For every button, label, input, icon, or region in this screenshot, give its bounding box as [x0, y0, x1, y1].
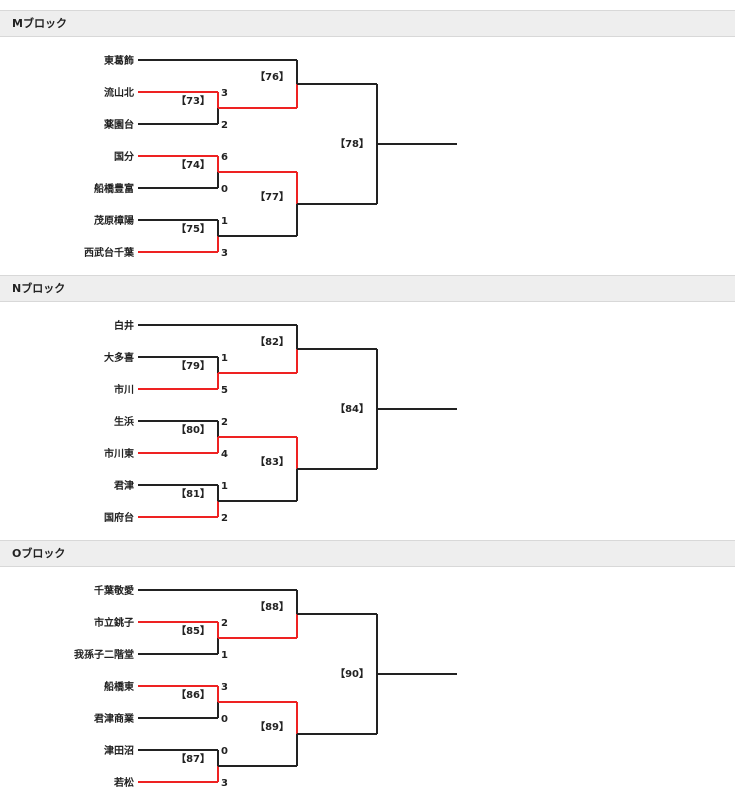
- team-name: 君津商業: [94, 712, 135, 725]
- match-number: 【77】: [255, 190, 289, 203]
- team-name: 船橋東: [104, 680, 134, 693]
- team-name: 白井: [114, 319, 134, 332]
- team-name: 国分: [114, 150, 134, 163]
- match-score: 0: [221, 714, 228, 725]
- match-score: 1: [221, 353, 228, 364]
- match-number: 【85】: [176, 624, 210, 637]
- match-score: 2: [221, 618, 228, 629]
- match-number: 【78】: [335, 137, 369, 150]
- match-number: 【90】: [335, 667, 369, 680]
- match-number: 【79】: [176, 359, 210, 372]
- match-number: 【75】: [176, 222, 210, 235]
- block-header-n: Nブロック: [0, 275, 735, 302]
- team-name: 若松: [113, 776, 134, 789]
- team-name: 国府台: [104, 511, 134, 524]
- match-number: 【82】: [255, 335, 289, 348]
- team-name: 東葛飾: [104, 54, 134, 67]
- team-name: 生浜: [114, 415, 134, 428]
- match-score: 6: [221, 152, 228, 163]
- match-score: 2: [221, 120, 228, 131]
- match-number: 【74】: [176, 158, 210, 171]
- match-number: 【88】: [255, 600, 289, 613]
- team-name: 薬園台: [103, 118, 134, 131]
- match-score: 2: [221, 513, 228, 524]
- team-name: 市川東: [104, 447, 134, 460]
- match-number: 【73】: [176, 94, 210, 107]
- match-number: 【84】: [335, 402, 369, 415]
- match-score: 1: [221, 650, 228, 661]
- block-header-m: Mブロック: [0, 10, 735, 37]
- match-score: 0: [221, 184, 228, 195]
- match-number: 【83】: [255, 455, 289, 468]
- team-name: 流山北: [104, 86, 134, 99]
- team-name: 大多喜: [104, 351, 134, 364]
- team-name: 津田沼: [104, 744, 134, 757]
- team-name: 我孫子二階堂: [74, 648, 134, 661]
- team-name: 市川: [114, 383, 134, 396]
- team-name: 千葉敬愛: [94, 584, 134, 597]
- match-number: 【80】: [176, 423, 210, 436]
- team-name: 茂原樟陽: [94, 214, 134, 227]
- match-number: 【76】: [255, 70, 289, 83]
- match-number: 【86】: [176, 688, 210, 701]
- match-score: 4: [221, 449, 228, 460]
- match-score: 3: [221, 682, 228, 693]
- match-score: 1: [221, 216, 228, 227]
- match-score: 3: [221, 248, 228, 259]
- match-score: 3: [221, 778, 228, 789]
- block-header-o: Oブロック: [0, 540, 735, 567]
- match-score: 5: [221, 385, 228, 396]
- match-number: 【89】: [255, 720, 289, 733]
- match-number: 【81】: [176, 487, 210, 500]
- team-name: 市立銚子: [94, 616, 134, 629]
- match-score: 2: [221, 417, 228, 428]
- match-number: 【87】: [176, 752, 210, 765]
- team-name: 西武台千葉: [84, 246, 135, 259]
- match-score: 3: [221, 88, 228, 99]
- match-score: 0: [221, 746, 228, 757]
- team-name: 船橋豊富: [94, 182, 134, 195]
- team-name: 君津: [114, 479, 134, 492]
- match-score: 1: [221, 481, 228, 492]
